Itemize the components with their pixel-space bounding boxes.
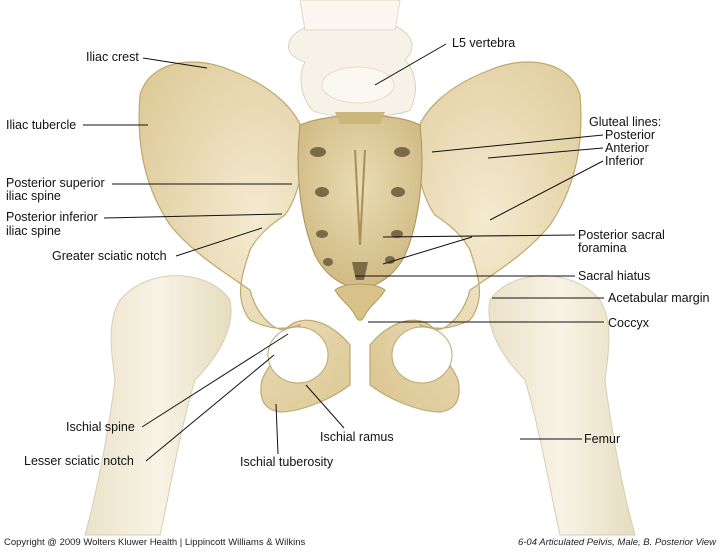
coccyx-shape [334, 283, 386, 321]
copyright-text: Copyright @ 2009 Wolters Kluwer Health |… [4, 537, 306, 548]
label-texts: Iliac crest L5 vertebra Iliac tubercle G… [6, 36, 709, 469]
label-piis-line2: iliac spine [6, 224, 61, 238]
label-acetabular-margin: Acetabular margin [608, 291, 709, 305]
label-gluteal-lines: Gluteal lines: [589, 115, 661, 129]
label-iliac-tubercle: Iliac tubercle [6, 118, 76, 132]
l5-vertebra-shape [287, 0, 416, 118]
label-gluteal-anterior: Anterior [605, 141, 649, 155]
label-posterior-sacral-line2: foramina [578, 241, 627, 255]
label-psis-line1: Posterior superior [6, 176, 105, 190]
label-ischial-spine: Ischial spine [66, 420, 135, 434]
sacrum-shape [297, 112, 423, 291]
label-greater-sciatic-notch: Greater sciatic notch [52, 249, 167, 263]
label-gluteal-inferior: Inferior [605, 154, 644, 168]
label-femur: Femur [584, 432, 620, 446]
label-ischial-ramus: Ischial ramus [320, 430, 394, 444]
leader-lines [83, 43, 604, 462]
label-lesser-sciatic-notch: Lesser sciatic notch [24, 454, 134, 468]
label-piis-line1: Posterior inferior [6, 210, 98, 224]
label-iliac-crest: Iliac crest [86, 50, 139, 64]
femur-shapes [84, 275, 636, 536]
label-gluteal-posterior: Posterior [605, 128, 655, 142]
label-sacral-hiatus: Sacral hiatus [578, 269, 650, 283]
label-coccyx: Coccyx [608, 316, 650, 330]
label-posterior-sacral-line1: Posterior sacral [578, 228, 665, 242]
label-ischial-tuberosity: Ischial tuberosity [240, 455, 334, 469]
label-psis-line2: iliac spine [6, 189, 61, 203]
right-hip-bone-shape [369, 61, 582, 413]
label-l5-vertebra: L5 vertebra [452, 36, 515, 50]
figure-caption: 6-04 Articulated Pelvis, Male, B. Poster… [518, 537, 717, 548]
